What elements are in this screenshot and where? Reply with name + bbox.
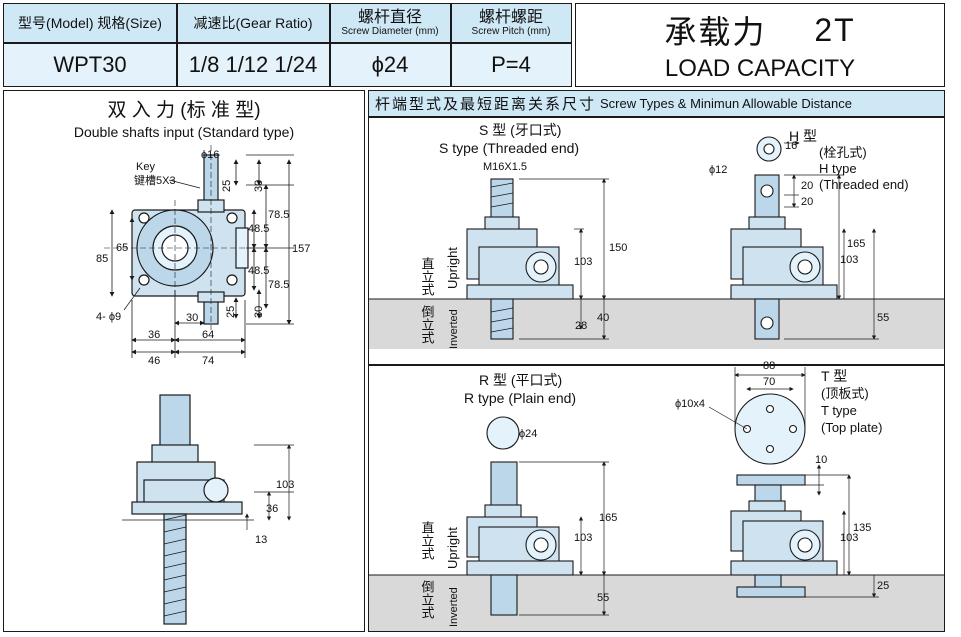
pitch-header: 螺杆螺距 Screw Pitch (mm) <box>451 4 571 42</box>
dim-65: 65 <box>116 242 128 254</box>
r-dim-55: 55 <box>597 592 609 604</box>
ratio-header: 减速比(Gear Ratio) <box>177 4 329 42</box>
dim-4-phi9: 4- ϕ9 <box>96 311 121 323</box>
h-dim-165: 165 <box>847 238 865 250</box>
s-dim-28: 28 <box>575 320 587 332</box>
h-type-en2: (Threaded end) <box>819 177 909 192</box>
right-title-en: Screw Types & Minimun Allowable Distance <box>600 96 852 111</box>
h-dim-phi12: ϕ12 <box>709 164 727 176</box>
dim-13-left: 13 <box>255 534 267 546</box>
diameter-header-cn: 螺杆直径 <box>357 8 422 26</box>
s-dim-40: 40 <box>597 312 609 324</box>
diameter-header: 螺杆直径 Screw Diameter (mm) <box>330 4 450 42</box>
capacity-value: 2T <box>814 11 856 48</box>
capacity-title: 承载力 2T <box>576 10 944 51</box>
t-type-en1: T type <box>821 403 857 418</box>
ratio-value-text: 1/8 1/12 1/24 <box>188 51 318 77</box>
t-type-cn2: (顶板式) <box>821 386 869 401</box>
dim-phi16: ϕ16 <box>201 149 219 161</box>
inverted-zone-top <box>369 299 944 349</box>
dim-64: 64 <box>202 329 214 341</box>
dim-25-top: 25 <box>221 180 233 192</box>
inverted-label-cn-bot: 倒立式 <box>420 580 435 619</box>
upright-label-en-bot: Upright <box>445 527 460 569</box>
right-drawing: 直立式 Upright 倒立式 Inverted 直立式 Upright 倒立式… <box>369 122 944 631</box>
pitch-value: P=4 <box>451 43 571 86</box>
dim-48-5-bot: 48.5 <box>248 265 269 277</box>
diameter-header-en: Screw Diameter (mm) <box>341 25 439 37</box>
dim-157: 157 <box>292 243 310 255</box>
h-dim-20-a: 20 <box>801 180 813 192</box>
pitch-header-en: Screw Pitch (mm) <box>471 25 551 37</box>
upright-label-cn-bot: 直立式 <box>420 521 435 560</box>
r-dim-phi24: ϕ24 <box>519 428 537 440</box>
left-panel <box>3 90 365 632</box>
model-value: WPT30 <box>4 43 176 86</box>
s-type-thread: M16X1.5 <box>483 161 527 173</box>
capacity-box <box>575 3 945 87</box>
h-type-cn1: H 型 <box>789 128 817 144</box>
right-panel <box>368 90 945 632</box>
dim-78-5-bot: 78.5 <box>268 279 289 291</box>
h-type-cn2: (栓孔式) <box>819 145 867 160</box>
dim-30-mid: 30 <box>186 312 198 324</box>
h-dim-103: 103 <box>840 254 858 266</box>
left-title-cn: 双 入 力 (标 准 型) <box>107 99 261 121</box>
dim-46: 46 <box>148 355 160 367</box>
dim-25-bot: 25 <box>225 306 237 318</box>
t-dim-135: 135 <box>853 522 871 534</box>
h-dim-16: 16 <box>785 140 797 152</box>
dim-36-left: 36 <box>266 503 278 515</box>
h-dim-20-b: 20 <box>801 196 813 208</box>
t-dim-10: 10 <box>815 454 827 466</box>
s-type-en: S type (Threaded end) <box>439 140 579 156</box>
ratio-value: 1/8 1/12 1/24 <box>177 43 329 86</box>
left-title-en: Double shafts input (Standard type) <box>73 124 295 140</box>
dim-48-5-top: 48.5 <box>248 223 269 235</box>
upright-label-cn-top: 直立式 <box>420 257 435 296</box>
s-type-drawing <box>466 178 574 340</box>
h-dim-55: 55 <box>877 312 889 324</box>
dim-74: 74 <box>202 355 214 367</box>
dim-key-cn: 键槽5X3 <box>134 173 176 187</box>
dim-85: 85 <box>96 253 108 265</box>
upright-label-en-top: Upright <box>445 247 460 289</box>
dim-36: 36 <box>148 329 160 341</box>
r-type-en: R type (Plain end) <box>464 390 576 406</box>
inverted-zone-bottom <box>369 575 944 631</box>
right-title: 杆端型式及最短距离关系尺寸 Screw Types & Minimun Allo… <box>369 91 944 116</box>
s-dim-103: 103 <box>574 256 592 268</box>
dim-key-en: Key <box>136 161 155 173</box>
inverted-label-en-bot: Inverted <box>448 587 460 627</box>
h-type-en1: H type <box>819 161 857 176</box>
dim-78-5-top: 78.5 <box>268 209 289 221</box>
r-dim-103: 103 <box>574 532 592 544</box>
t-type-en2: (Top plate) <box>821 420 882 435</box>
capacity-en: LOAD CAPACITY <box>664 55 856 82</box>
model-header: 型号(Model) 规格(Size) <box>4 4 176 42</box>
s-type-cn: S 型 (牙口式) <box>479 122 561 138</box>
r-type-cn: R 型 (平口式) <box>479 372 562 388</box>
dim-103-left: 103 <box>276 479 294 491</box>
t-dim-phi10x4: ϕ10x4 <box>675 398 705 410</box>
t-type-drawing <box>730 393 838 598</box>
dim-30-top: 30 <box>253 180 265 192</box>
inverted-label-en-top: Inverted <box>448 309 460 349</box>
t-dim-25: 25 <box>877 580 889 592</box>
spec-table <box>3 3 572 87</box>
diameter-value: ϕ24 <box>330 43 450 86</box>
t-dim-88: 88 <box>763 360 775 372</box>
t-dim-103: 103 <box>840 532 858 544</box>
t-type-cn1: T 型 <box>821 368 847 384</box>
capacity-cn: 承载力 <box>664 14 767 50</box>
pitch-header-cn: 螺杆螺距 <box>478 8 543 26</box>
dim-30-bot: 30 <box>253 306 265 318</box>
r-type-drawing <box>466 416 574 616</box>
t-dim-70: 70 <box>763 376 775 388</box>
s-dim-150: 150 <box>609 242 627 254</box>
r-dim-165: 165 <box>599 512 617 524</box>
right-title-cn: 杆端型式及最短距离关系尺寸 <box>375 96 597 113</box>
left-drawing: ϕ16 Key 键槽5X3 25 30 78.5 48.5 157 65 85 … <box>96 145 310 625</box>
inverted-label-cn-top: 倒立式 <box>420 305 435 344</box>
